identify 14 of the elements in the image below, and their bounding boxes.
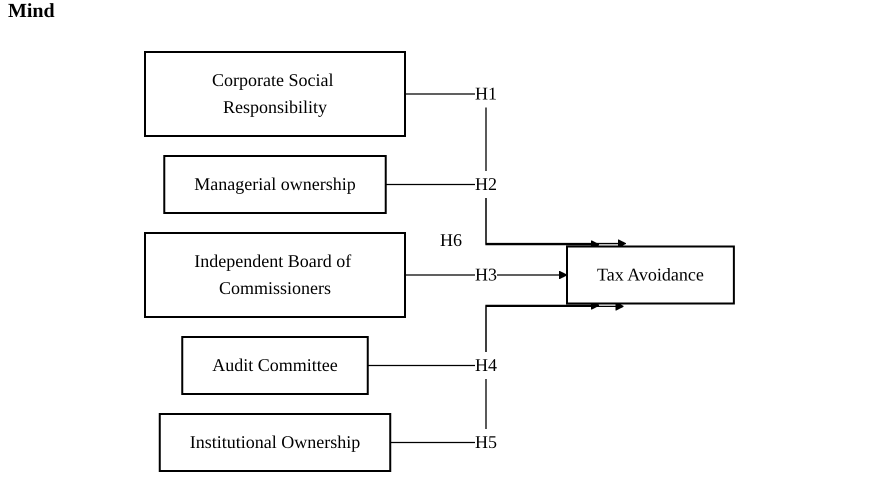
edge-label: H3 — [475, 264, 498, 284]
node-box: Institutional Ownership — [158, 413, 392, 472]
diagram-title: Mind — [8, 0, 55, 23]
edge-label: H4 — [475, 355, 498, 375]
node-box: Independent Board of Commissioners — [144, 232, 406, 318]
hypothesis-label: H6 — [440, 230, 462, 250]
node-box: Tax Avoidance — [566, 246, 735, 304]
node-box: Corporate Social Responsibility — [144, 51, 406, 137]
node-box: Managerial ownership — [163, 155, 387, 214]
edge-label: H5 — [475, 432, 498, 452]
edge-label: H2 — [475, 174, 498, 194]
edge-label: H1 — [475, 84, 498, 104]
node-box: Audit Committee — [181, 336, 369, 395]
arrow — [404, 93, 626, 248]
